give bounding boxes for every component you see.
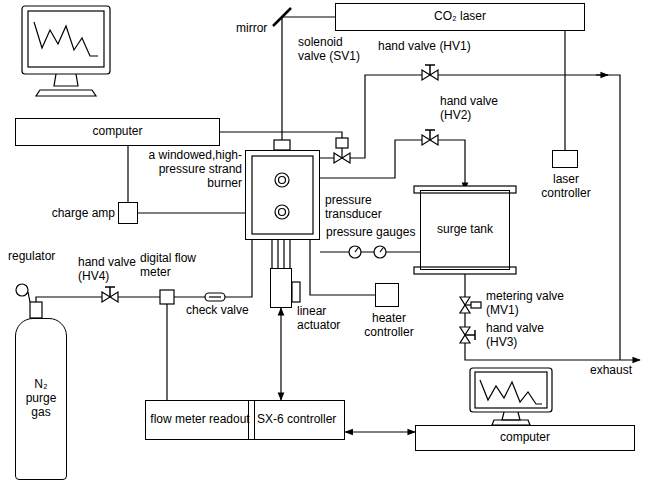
- node-label: N₂ purge gas: [16, 378, 66, 419]
- part-label: metering valve (MV1): [486, 290, 576, 318]
- part-label: solenoid valve (SV1): [298, 36, 364, 64]
- node-label: charge amp: [49, 207, 115, 221]
- burner-vessel: a windowed,high-pressure strand burner: [245, 150, 320, 240]
- burner-detail: [279, 209, 286, 216]
- exhaust-piping: [460, 327, 475, 343]
- vent-piping: [422, 65, 438, 80]
- connector: [320, 251, 420, 252]
- vent-piping: [596, 74, 608, 75]
- part-label: hand valve (HV3): [486, 322, 576, 350]
- actuator-box: linear actuator: [270, 268, 292, 308]
- monitor-icon: [54, 74, 78, 86]
- monitor-icon: [34, 22, 98, 56]
- node-label: laser controller: [533, 173, 599, 201]
- pressure-gauge: [355, 248, 383, 252]
- vent-piping: [341, 148, 342, 158]
- exhaust-piping: [460, 274, 640, 360]
- vent-piping: [422, 130, 438, 145]
- controller-box: heater controller: [375, 283, 399, 307]
- actuator-motor: [292, 282, 300, 302]
- purge-line: [30, 302, 42, 318]
- purge-line: [160, 290, 174, 304]
- burner-detail: [275, 173, 289, 187]
- controller-box: SX-6 controller: [248, 400, 345, 440]
- part-label: check valve: [186, 304, 250, 318]
- purge-line: [28, 292, 30, 302]
- part-label: hand valve (HV4): [78, 256, 138, 284]
- connector: [345, 431, 415, 432]
- vent-piping: [320, 75, 620, 360]
- burner-detail: [252, 156, 313, 234]
- burner-detail: [252, 140, 313, 268]
- mirror-symbol: [273, 8, 291, 26]
- connector: [36, 240, 252, 318]
- node-label: heater controller: [358, 312, 420, 340]
- part-label: regulator: [8, 250, 68, 264]
- purge-line: [209, 296, 221, 297]
- amp-box: charge amp: [118, 202, 138, 224]
- monitor-icon: [470, 368, 552, 412]
- monitor-icon: [28, 11, 104, 67]
- part-label: hand valve (HV1): [378, 40, 488, 54]
- node-label: computer: [89, 125, 145, 139]
- monitor-icon: [36, 90, 96, 96]
- exhaust-piping: [460, 327, 475, 343]
- node-label: CO₂ laser: [431, 10, 489, 24]
- readout-box: flow meter readout: [145, 400, 255, 440]
- monitor-icon: [470, 368, 552, 425]
- connector: [138, 212, 245, 213]
- node-label: computer: [497, 431, 553, 445]
- node-label: SX-6 controller: [254, 413, 339, 427]
- node-label: surge tank: [434, 223, 496, 237]
- surge-tank: surge tank: [420, 190, 510, 270]
- part-label: hand valve (HV2): [440, 95, 510, 123]
- node-label: flow meter readout: [147, 413, 252, 427]
- exhaust-piping: [460, 297, 470, 313]
- part-label: mirror: [236, 22, 276, 36]
- vent-piping: [334, 153, 350, 163]
- purge-line: [102, 287, 118, 302]
- burner-detail: [272, 240, 290, 268]
- monitor-icon: [22, 6, 110, 96]
- exhaust-piping: [460, 297, 470, 313]
- purge-line: [166, 304, 167, 400]
- controller-box: laser controller: [552, 150, 578, 168]
- monitor-icon: [22, 6, 110, 74]
- exhaust-piping: [471, 302, 481, 308]
- node-label: linear actuator: [297, 305, 359, 333]
- purge-line: [16, 284, 28, 296]
- layout-lines: [16, 6, 640, 425]
- node-label: a windowed,high-pressure strand burner: [147, 149, 242, 190]
- part-label: pressure gauges: [326, 226, 418, 240]
- vent-piping: [336, 138, 348, 148]
- connector: [127, 146, 128, 202]
- pressure-gauge: [349, 246, 386, 258]
- monitor-icon: [480, 380, 542, 404]
- part-label: exhaust: [590, 364, 640, 378]
- burner-detail: [279, 177, 286, 184]
- surge-tank-flange: [414, 267, 516, 274]
- surge-tank-flange: [414, 186, 516, 274]
- burner-detail: [274, 140, 290, 150]
- burner-detail: [275, 205, 289, 219]
- vent-piping: [220, 132, 342, 138]
- computer-box: computer: [415, 425, 635, 451]
- connector: [280, 308, 281, 400]
- part-label: pressure transducer: [325, 194, 389, 222]
- computer-box: computer: [15, 118, 220, 146]
- monitor-icon: [502, 412, 520, 420]
- exhaust-piping: [465, 274, 640, 360]
- vent-piping: [220, 65, 620, 360]
- part-label: digital flow meter: [140, 252, 204, 280]
- exhaust-piping: [465, 304, 471, 305]
- connector: [564, 31, 565, 150]
- laser-box: CO₂ laser: [335, 3, 585, 31]
- gas-cylinder: N₂ purge gas: [15, 318, 67, 480]
- connector: [310, 240, 375, 295]
- purge-line: [205, 293, 225, 301]
- monitor-icon: [475, 372, 547, 408]
